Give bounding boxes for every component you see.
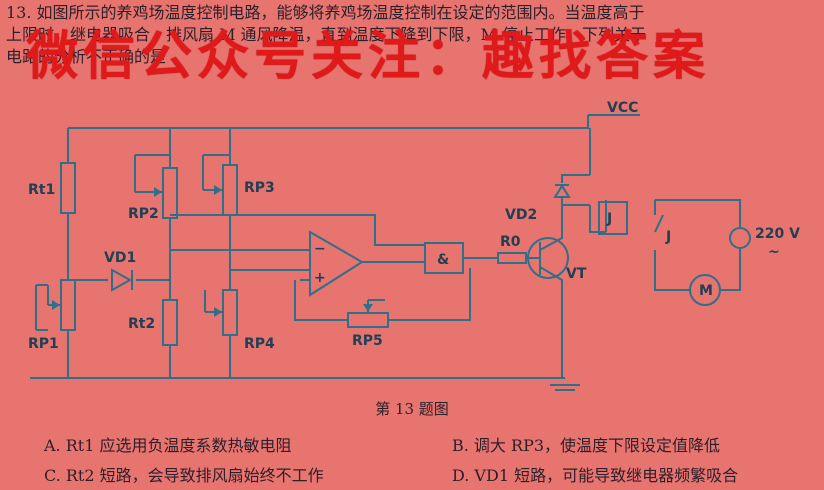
vd1-label: VD1	[104, 250, 136, 266]
switch-label: J	[665, 229, 671, 245]
figure-caption: 第 13 题图	[375, 400, 449, 418]
rp4-potentiometer	[222, 289, 238, 336]
top-rail	[68, 115, 589, 129]
r0-label: R0	[500, 234, 521, 250]
and-gate-label: &	[437, 252, 449, 268]
rt2-resistor	[162, 299, 178, 346]
comparator-opamp	[309, 230, 364, 297]
rp3-label: RP3	[244, 180, 275, 196]
vcc-label: VCC	[607, 100, 638, 116]
rt1-label: Rt1	[28, 182, 55, 198]
rp5-potentiometer	[347, 312, 389, 328]
rp1-label: RP1	[28, 336, 59, 352]
question-line-3: 电路的分析不正确的是	[6, 47, 167, 66]
vd2-label: VD2	[505, 207, 537, 223]
ac-label: ~	[768, 244, 780, 260]
rp1-potentiometer	[60, 279, 76, 331]
vt-label: VT	[566, 266, 587, 282]
r0-resistor	[497, 252, 527, 264]
motor-label: M	[699, 283, 713, 299]
option-a: A. Rt1 应选用负温度系数热敏电阻	[44, 436, 292, 455]
rp2-label: RP2	[128, 206, 159, 222]
voltage-label: 220 V	[755, 226, 800, 242]
watermark-overlay: 微信公众号关注：趣找答案	[26, 27, 711, 87]
rp5-label: RP5	[352, 333, 383, 349]
ground-symbol	[550, 384, 580, 391]
rp2-potentiometer	[162, 167, 178, 219]
vd2-diode	[553, 184, 571, 198]
option-b: B. 调大 RP3，使温度下限设定值降低	[452, 436, 721, 455]
opamp-plus-label: +	[314, 270, 326, 286]
relay-coil	[598, 201, 628, 235]
question-line-2: 上限时，继电器吸合，排风扇 M 通风降温，直到温度下降到下限，M 停止工作。下列…	[6, 25, 647, 44]
rt1-resistor	[60, 162, 76, 214]
question-line-1: 13. 如图所示的养鸡场温度控制电路，能够将养鸡场温度控制在设定的范围内。当温度…	[6, 3, 645, 22]
relay-label: J	[606, 211, 612, 227]
rt2-label: Rt2	[128, 316, 155, 332]
rp3-potentiometer	[222, 164, 238, 216]
rp4-label: RP4	[244, 336, 275, 352]
option-d: D. VD1 短路，可能导致继电器频繁吸合	[452, 466, 739, 485]
vt-transistor	[527, 237, 569, 279]
circuit-diagram: VCC Rt1 RP1 VD1 RP2 Rt2 RP3 RP4 − + RP5 …	[28, 100, 800, 391]
question-stem: 13. 如图所示的养鸡场温度控制电路，能够将养鸡场温度控制在设定的范围内。当温度…	[6, 2, 818, 68]
ac-source	[729, 227, 751, 249]
vd1-diode	[111, 268, 133, 292]
option-c: C. Rt2 短路，会导致排风扇始终不工作	[44, 466, 324, 485]
opamp-minus-label: −	[314, 241, 326, 257]
motor	[689, 274, 721, 306]
